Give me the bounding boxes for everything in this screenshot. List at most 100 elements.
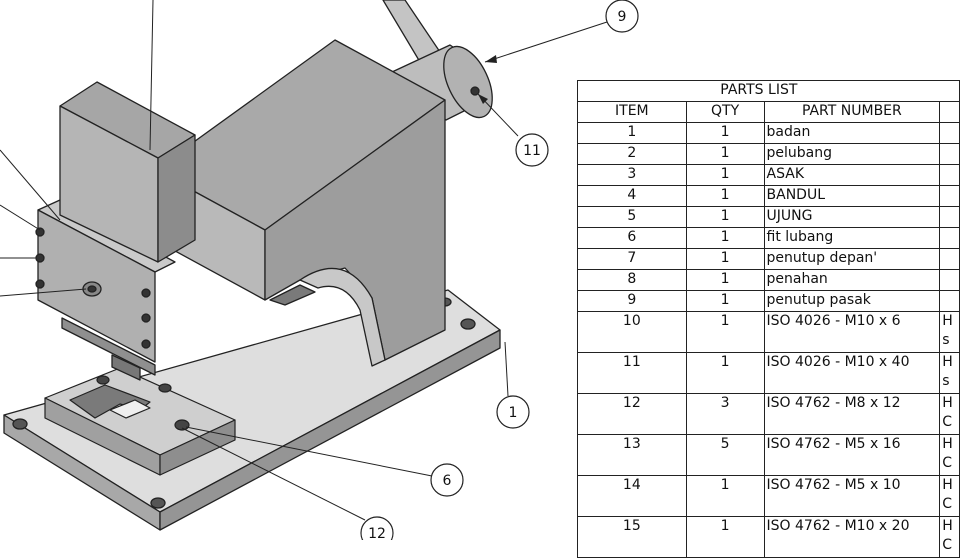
svg-text:12: 12: [368, 526, 386, 540]
main-body: [154, 39, 446, 367]
row-description: [939, 206, 960, 228]
row-part-number: pelubang: [763, 143, 941, 165]
svg-text:11: 11: [523, 143, 541, 159]
header-qty: QTY: [685, 101, 765, 123]
row-qty: 1: [685, 290, 765, 312]
row-item: 8: [577, 269, 687, 291]
leader-arrowheads: [478, 55, 497, 104]
parts-list-header-row: ITEM QTY PART NUMBER: [577, 101, 960, 123]
row-part-number: ISO 4026 - M10 x 6: [763, 311, 941, 353]
row-item: 11: [577, 352, 687, 394]
row-qty: 1: [685, 164, 765, 186]
row-description: H s: [939, 352, 960, 394]
row-description: [939, 269, 960, 291]
row-item: 6: [577, 227, 687, 249]
row-item: 10: [577, 311, 687, 353]
callout-11: 11: [515, 133, 549, 167]
parts-list-title: PARTS LIST: [576, 80, 940, 102]
leader-lines: [0, 0, 608, 521]
svg-text:9: 9: [618, 9, 627, 25]
row-qty: 1: [685, 185, 765, 207]
row-part-number: ISO 4026 - M10 x 40: [763, 352, 941, 394]
row-item: 1: [577, 122, 687, 144]
row-part-number: ISO 4762 - M8 x 12: [763, 393, 941, 435]
row-qty: 1: [685, 475, 765, 517]
row-description: [939, 164, 960, 186]
row-description: H C: [939, 516, 960, 558]
row-part-number: UJUNG: [763, 206, 941, 228]
row-description: [939, 122, 960, 144]
row-item: 13: [577, 434, 687, 476]
parts-list-title-spacer: [939, 80, 960, 102]
parts-list-title-row: PARTS LIST: [576, 80, 960, 102]
row-description: [939, 143, 960, 165]
row-description: [939, 185, 960, 207]
top-block: [59, 81, 196, 263]
die-block: [44, 367, 236, 476]
header-item: ITEM: [577, 101, 687, 123]
callout-9: 9: [605, 0, 639, 33]
row-part-number: ASAK: [763, 164, 941, 186]
row-qty: 1: [685, 248, 765, 270]
row-qty: 5: [685, 434, 765, 476]
row-description: H s: [939, 311, 960, 353]
row-item: 4: [577, 185, 687, 207]
row-qty: 1: [685, 227, 765, 249]
callout-1: 1: [496, 395, 530, 429]
row-description: H C: [939, 434, 960, 476]
row-part-number: penutup depan': [763, 248, 941, 270]
svg-text:6: 6: [443, 473, 452, 489]
callout-12: 12: [360, 516, 394, 540]
row-part-number: penahan: [763, 269, 941, 291]
row-part-number: badan: [763, 122, 941, 144]
row-description: H C: [939, 393, 960, 435]
row-qty: 1: [685, 352, 765, 394]
row-part-number: fit lubang: [763, 227, 941, 249]
row-item: 5: [577, 206, 687, 228]
row-item: 3: [577, 164, 687, 186]
row-description: [939, 227, 960, 249]
svg-text:1: 1: [509, 405, 518, 421]
callout-6: 6: [430, 463, 464, 497]
header-part-number: PART NUMBER: [763, 101, 941, 123]
row-part-number: ISO 4762 - M5 x 10: [763, 475, 941, 517]
row-qty: 1: [685, 206, 765, 228]
row-description: H C: [939, 475, 960, 517]
row-item: 9: [577, 290, 687, 312]
row-part-number: penutup pasak: [763, 290, 941, 312]
assembly-drawing: 9 11 1 6 12: [0, 0, 639, 540]
row-item: 2: [577, 143, 687, 165]
row-qty: 1: [685, 311, 765, 353]
row-item: 7: [577, 248, 687, 270]
row-qty: 1: [685, 122, 765, 144]
row-item: 15: [577, 516, 687, 558]
row-qty: 1: [685, 269, 765, 291]
row-part-number: ISO 4762 - M5 x 16: [763, 434, 941, 476]
row-description: [939, 290, 960, 312]
row-part-number: BANDUL: [763, 185, 941, 207]
row-item: 14: [577, 475, 687, 517]
row-qty: 3: [685, 393, 765, 435]
row-part-number: ISO 4762 - M10 x 20: [763, 516, 941, 558]
row-qty: 1: [685, 516, 765, 558]
row-item: 12: [577, 393, 687, 435]
row-description: [939, 248, 960, 270]
row-qty: 1: [685, 143, 765, 165]
